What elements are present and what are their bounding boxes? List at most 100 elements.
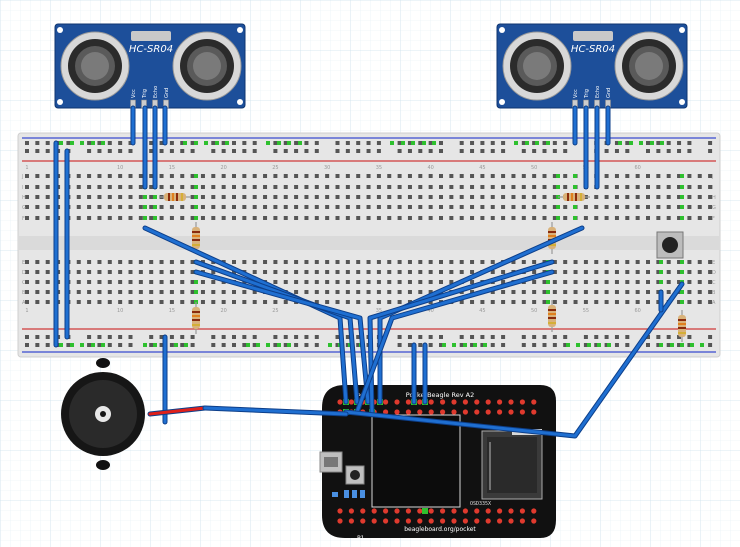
breadboard-hole	[25, 141, 29, 145]
breadboard-hole	[573, 290, 578, 294]
connected-hole	[194, 280, 198, 284]
breadboard-hole	[614, 174, 619, 178]
breadboard-hole	[200, 290, 205, 294]
breadboard-hole	[625, 141, 630, 145]
breadboard-hole	[97, 270, 102, 274]
header-pin	[440, 518, 446, 524]
breadboard-hole	[169, 290, 174, 294]
breadboard-hole	[87, 260, 92, 264]
breadboard-hole	[387, 174, 392, 178]
breadboard-hole	[511, 185, 516, 189]
breadboard-hole	[418, 260, 423, 264]
breadboard-hole	[232, 260, 236, 264]
breadboard-hole	[407, 216, 412, 220]
breadboard-hole	[646, 280, 650, 284]
breadboard-hole	[697, 185, 702, 189]
breadboard-hole	[480, 185, 485, 189]
breadboard-hole	[687, 141, 692, 145]
breadboard-hole	[25, 290, 29, 294]
breadboard-hole	[387, 195, 392, 199]
breadboard-hole	[501, 195, 506, 199]
breadboard-hole	[563, 141, 568, 145]
breadboard-hole	[697, 195, 702, 199]
breadboard-hole	[552, 300, 557, 304]
connected-hole	[597, 343, 601, 347]
breadboard-hole	[335, 260, 340, 264]
breadboard-hole	[594, 290, 599, 294]
row-letter: G	[22, 205, 26, 211]
breadboard-hole	[35, 216, 40, 220]
connected-hole	[546, 290, 550, 294]
breadboard-hole	[221, 205, 226, 209]
breadboard-hole	[376, 280, 381, 284]
connected-hole	[680, 195, 684, 199]
breadboard-hole	[708, 260, 713, 264]
wires	[53, 105, 685, 439]
breadboard-hole	[542, 205, 547, 209]
breadboard-hole	[387, 205, 392, 209]
breadboard-hole	[459, 141, 464, 145]
breadboard-hole	[25, 149, 29, 153]
breadboard-hole	[211, 185, 216, 189]
breadboard-hole	[708, 270, 713, 274]
breadboard-hole	[552, 260, 557, 264]
breadboard-hole	[614, 290, 619, 294]
processor-chip	[371, 414, 461, 508]
breadboard-hole	[242, 216, 247, 220]
breadboard-hole	[242, 205, 247, 209]
connected-hole	[680, 343, 684, 347]
breadboard-hole	[666, 205, 671, 209]
header-pin	[417, 518, 423, 524]
connected-hole	[401, 141, 405, 145]
breadboard-hole	[128, 343, 133, 347]
breadboard-hole	[594, 343, 599, 347]
header-pin	[462, 508, 468, 514]
breadboard-hole	[470, 174, 475, 178]
breadboard-hole	[252, 195, 257, 199]
breadboard-hole	[470, 260, 475, 264]
breadboard-hole	[387, 260, 392, 264]
breadboard-hole	[190, 216, 195, 220]
breadboard-hole	[97, 290, 102, 294]
wire	[194, 270, 370, 404]
breadboard-hole	[107, 141, 112, 145]
breadboard-hole	[273, 174, 278, 178]
breadboard-hole	[604, 270, 609, 274]
breadboard-hole	[532, 216, 537, 220]
breadboard-hole	[480, 195, 485, 199]
breadboard-hole	[418, 335, 423, 339]
header-pin	[405, 399, 411, 405]
breadboard-hole	[646, 343, 650, 347]
breadboard-hole	[501, 205, 506, 209]
breadboard-hole	[697, 290, 702, 294]
breadboard-hole	[169, 335, 174, 339]
header-pin	[383, 399, 389, 405]
breadboard-hole	[107, 216, 112, 220]
push-button-icon[interactable]	[656, 231, 684, 259]
breadboard-hole	[149, 270, 154, 274]
breadboard-hole	[97, 195, 102, 199]
header-pin	[371, 518, 377, 524]
breadboard-hole	[646, 300, 650, 304]
connected-hole	[442, 343, 446, 347]
row-letter: I	[712, 185, 713, 191]
header-pin	[348, 518, 354, 524]
breadboard-hole	[25, 216, 29, 220]
breadboard-hole	[128, 185, 133, 189]
header-pin	[405, 518, 411, 524]
breadboard-hole	[511, 205, 516, 209]
breadboard-hole	[625, 280, 630, 284]
connected-hole	[463, 343, 467, 347]
breadboard-hole	[666, 216, 671, 220]
breadboard-hole	[304, 205, 309, 209]
breadboard-hole	[335, 174, 340, 178]
breadboard-hole	[25, 335, 29, 339]
header-pin	[428, 399, 434, 405]
breadboard-hole	[232, 149, 236, 153]
breadboard-hole	[325, 185, 330, 189]
breadboard-hole	[428, 260, 433, 264]
wire	[203, 406, 348, 416]
breadboard-hole	[314, 260, 319, 264]
breadboard-hole	[221, 335, 226, 339]
breadboard-hole	[169, 300, 174, 304]
